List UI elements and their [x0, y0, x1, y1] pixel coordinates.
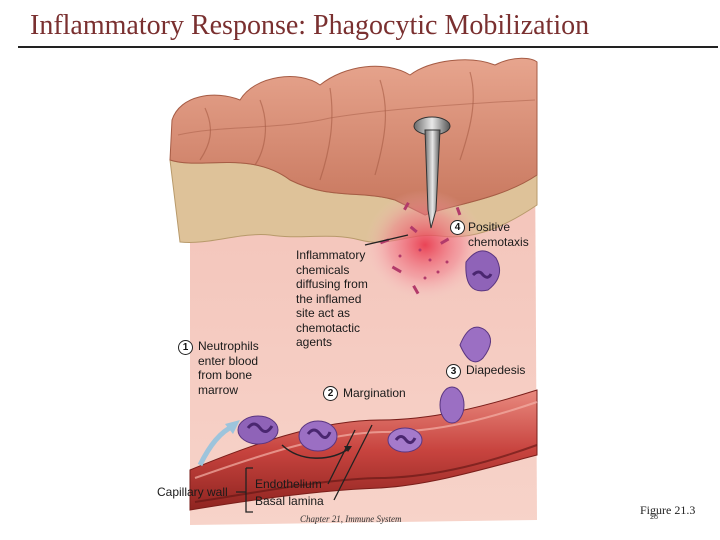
step-1-label: Neutrophils enter blood from bone marrow — [198, 339, 259, 397]
figure-label: Figure 21.3 — [640, 503, 696, 517]
chapter-footer: Chapter 21, Immune System — [300, 514, 402, 524]
endothelium-label: Endothelium — [255, 477, 322, 491]
page-number: 28 — [650, 512, 658, 521]
inflammation-site — [365, 190, 485, 300]
slide-title: Inflammatory Response: Phagocytic Mobili… — [30, 10, 590, 41]
step-4-label: Positive chemotaxis — [468, 220, 529, 249]
step-2-label: Margination — [343, 386, 406, 400]
chemicals-label: Inflammatory chemicals diffusing from th… — [296, 248, 368, 349]
step-3-label: Diapedesis — [466, 363, 526, 377]
capillary-wall-label: Capillary wall — [157, 485, 228, 499]
basal-lamina-label: Basal lamina — [255, 494, 324, 508]
step-3-marker: 3 — [446, 364, 461, 379]
tack-shaft — [424, 129, 441, 229]
neutrophils-in-vessel — [237, 386, 465, 453]
step-4-marker: 4 — [450, 220, 465, 235]
title-divider — [18, 46, 718, 48]
migrating-neutrophils — [459, 250, 501, 363]
step-1-marker: 1 — [178, 340, 193, 355]
step-2-marker: 2 — [323, 386, 338, 401]
chemical-particles — [379, 202, 462, 295]
epidermis-surface — [169, 57, 538, 216]
